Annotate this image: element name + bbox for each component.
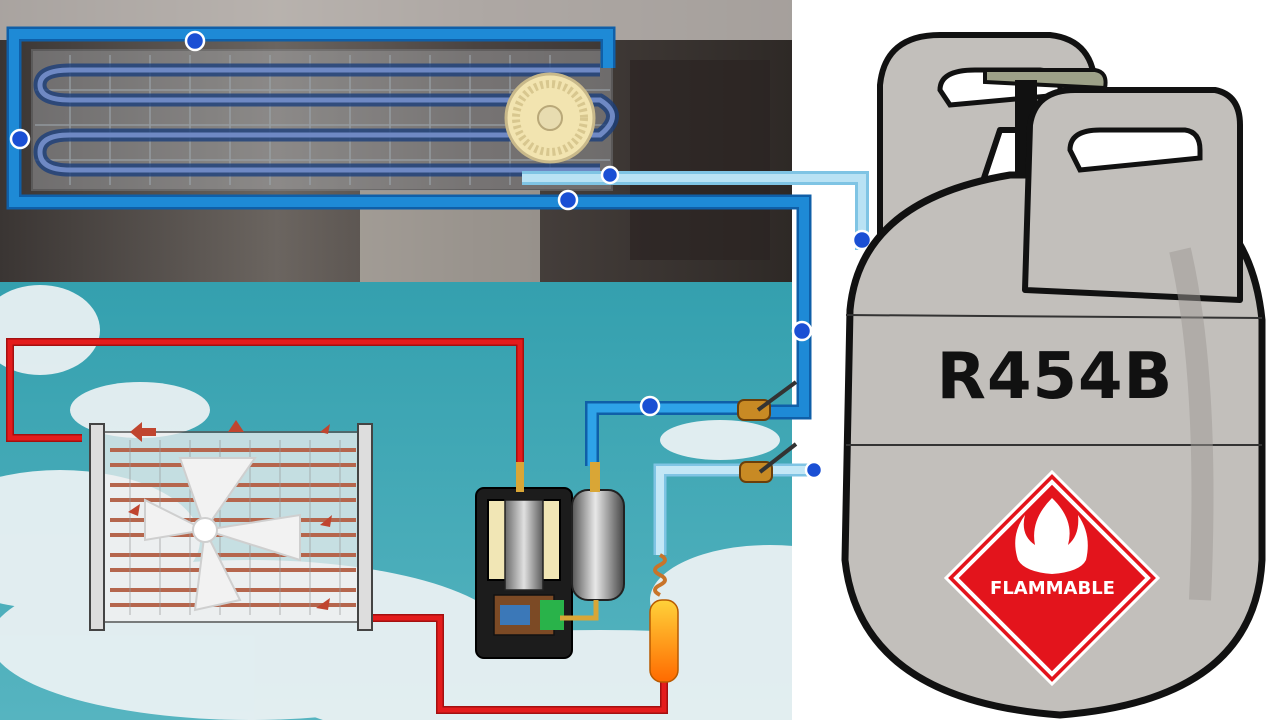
liquid-line-filter-icon <box>649 553 679 683</box>
refrigerant-flow-dots <box>9 30 873 480</box>
flame-icon <box>1015 498 1088 574</box>
suction-line <box>6 26 812 466</box>
discharge-line <box>6 338 668 714</box>
blower-fan-icon <box>504 72 596 164</box>
axial-fan-icon <box>144 457 301 612</box>
refrigerant-type-label: R454B <box>936 340 1174 414</box>
flammable-label: FLAMMABLE <box>990 578 1115 599</box>
service-valve-icon <box>737 380 798 483</box>
compressor-icon <box>475 462 625 659</box>
flammable-warning-sign <box>943 469 1161 687</box>
